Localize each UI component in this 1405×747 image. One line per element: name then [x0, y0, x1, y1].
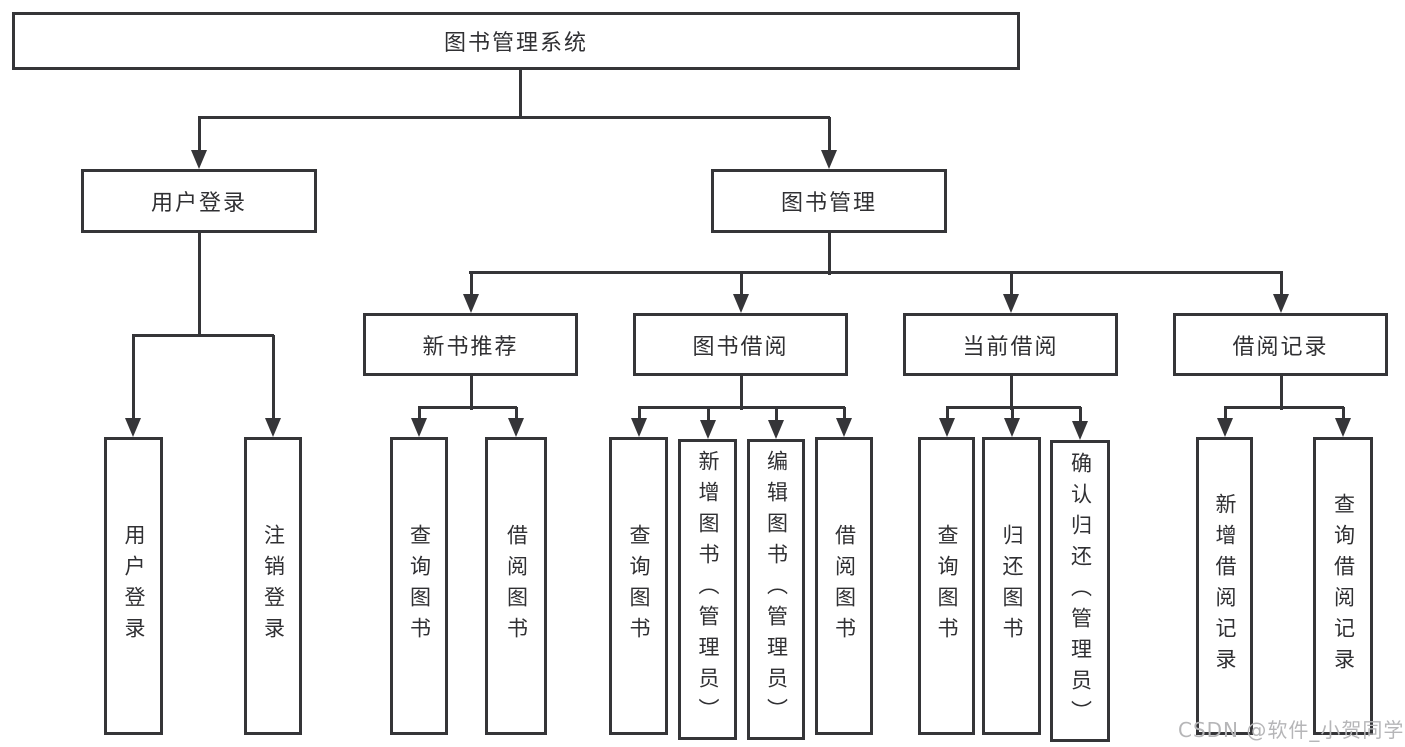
connector-line [1223, 407, 1227, 422]
connector-line [739, 376, 743, 410]
connector-line [1342, 407, 1345, 422]
arrow-down-icon [836, 418, 852, 437]
box-borrow-records: 借阅记录 [1173, 313, 1388, 376]
arrow-down-icon [768, 420, 784, 439]
box-label: 新增借阅记录 [1213, 493, 1237, 679]
connector-line [739, 272, 743, 298]
connector-line [469, 271, 1283, 274]
arrow-down-icon [265, 418, 281, 437]
arrow-down-icon [508, 418, 524, 437]
connector-line [637, 406, 845, 409]
connector-line [198, 117, 201, 154]
box-label: 注销登录 [261, 524, 286, 648]
box-label: 查询图书 [407, 524, 432, 648]
box-current-borrow: 当前借阅 [903, 313, 1118, 376]
box-book-borrow: 图书借阅 [633, 313, 848, 376]
box-label: 查询图书 [627, 524, 651, 648]
box-label: 用户登录 [122, 524, 146, 648]
box-leaf-query-book-1: 查询图书 [390, 437, 448, 735]
connector-line [1279, 272, 1283, 298]
box-leaf-borrow-book-2: 借阅图书 [815, 437, 873, 735]
arrow-down-icon [1072, 421, 1088, 440]
connector-line [706, 407, 710, 424]
box-label: 借阅图书 [504, 524, 529, 648]
connector-line [198, 233, 201, 335]
connector-line [469, 376, 473, 410]
connector-line [515, 407, 518, 422]
box-label: 查询借阅记录 [1331, 493, 1356, 679]
arrow-down-icon [1335, 418, 1351, 437]
connector-line [637, 407, 641, 422]
box-leaf-query-book-2: 查询图书 [609, 437, 668, 735]
box-label: 查询图书 [935, 524, 959, 648]
box-label: 图书借阅 [692, 334, 789, 360]
box-label: 借阅记录 [1232, 334, 1329, 360]
watermark: CSDN @软件_小贺同学 [1178, 718, 1405, 742]
connector-line [132, 334, 274, 337]
connector-line [1009, 376, 1013, 410]
arrow-down-icon [699, 420, 716, 439]
connector-line [945, 407, 949, 422]
arrow-down-icon [938, 418, 955, 437]
box-leaf-query-book-3: 查询图书 [918, 437, 975, 735]
connector-line [418, 406, 517, 409]
box-label: 当前借阅 [962, 334, 1059, 360]
connector-line [775, 407, 778, 424]
box-root: 图书管理系统 [12, 12, 1020, 70]
box-leaf-logout: 注销登录 [244, 437, 302, 735]
arrow-down-icon [1216, 418, 1233, 437]
box-label: 确认归还（管理员） [1068, 451, 1093, 731]
box-label: 图书管理 [780, 191, 877, 216]
arrow-down-icon [821, 150, 837, 169]
box-leaf-user-login: 用户登录 [104, 437, 163, 735]
box-label: 新书推荐 [422, 334, 519, 360]
box-label: 借阅图书 [832, 524, 857, 648]
arrow-down-icon [411, 418, 427, 437]
arrow-down-icon [1003, 418, 1020, 437]
connector-line [272, 335, 275, 422]
box-leaf-confirm-return: 确认归还（管理员） [1050, 440, 1110, 742]
connector-line [1009, 272, 1013, 298]
arrow-down-icon [1272, 294, 1289, 313]
arrow-down-icon [191, 150, 207, 169]
box-leaf-edit-book: 编辑图书（管理员） [747, 439, 805, 740]
box-book-mgmt: 图书管理 [711, 169, 947, 233]
connector-line [469, 272, 473, 298]
connector-line [1079, 407, 1082, 425]
connector-line [198, 116, 830, 119]
arrow-down-icon [125, 418, 141, 437]
connector-line [1279, 376, 1283, 410]
box-label: 用户登录 [150, 191, 247, 216]
box-leaf-query-record: 查询借阅记录 [1313, 437, 1373, 735]
arrow-down-icon [630, 418, 647, 437]
connector-line [1223, 406, 1344, 409]
connector-line [843, 407, 846, 422]
connector-line [132, 335, 135, 422]
box-leaf-borrow-book-1: 借阅图书 [485, 437, 547, 735]
connector-line [828, 233, 831, 275]
box-label: 归还图书 [1000, 524, 1024, 648]
connector-line [828, 117, 831, 154]
box-label: 图书管理系统 [443, 31, 588, 56]
box-user-login: 用户登录 [81, 169, 317, 233]
box-new-book-rec: 新书推荐 [363, 313, 578, 376]
box-label: 新增图书（管理员） [696, 450, 720, 729]
connector-line [1010, 407, 1014, 422]
arrow-down-icon [462, 294, 479, 313]
connector-line [519, 70, 522, 119]
box-label: 编辑图书（管理员） [764, 450, 789, 729]
connector-line [418, 407, 421, 422]
arrow-down-icon [732, 294, 749, 313]
box-leaf-add-book: 新增图书（管理员） [678, 439, 737, 740]
arrow-down-icon [1002, 294, 1019, 313]
box-leaf-return-book: 归还图书 [982, 437, 1041, 735]
box-leaf-add-record: 新增借阅记录 [1196, 437, 1253, 735]
